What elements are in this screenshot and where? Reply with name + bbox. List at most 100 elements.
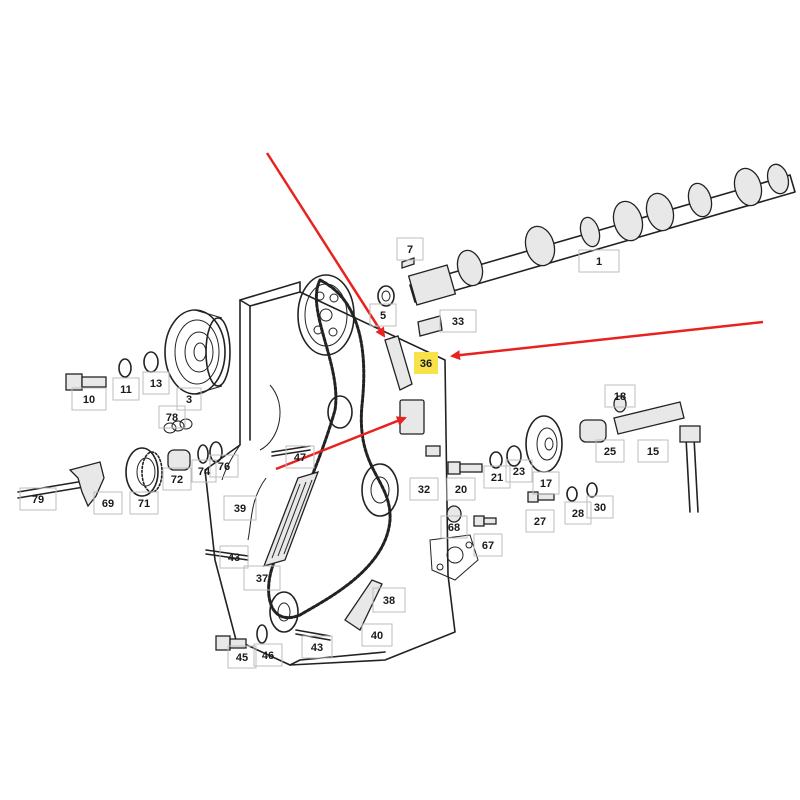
callout-c47: 47 — [285, 445, 315, 469]
callout-box — [505, 459, 533, 483]
callout-box — [301, 635, 333, 659]
callout-number: 17 — [540, 478, 552, 490]
bolt-20-part — [447, 461, 483, 475]
callout-number: 71 — [138, 498, 150, 510]
callout-number: 76 — [218, 461, 230, 473]
callout-number: 25 — [604, 446, 616, 458]
callout-box — [439, 309, 477, 333]
callout-c20: 20 — [446, 477, 476, 501]
callout-number: 28 — [572, 508, 584, 520]
callout-number: 69 — [102, 498, 114, 510]
callout-number: 45 — [236, 652, 248, 664]
callout-c45: 45 — [227, 645, 257, 669]
timing-case-part — [204, 281, 479, 666]
callout-box — [532, 471, 560, 495]
upper-guide-part — [384, 335, 413, 391]
callout-box — [162, 467, 192, 491]
callout-c38: 38 — [372, 587, 406, 613]
pulley-part — [164, 309, 231, 395]
callout-c30: 30 — [586, 495, 614, 519]
callout-c43a: 43 — [219, 545, 249, 569]
pointer-arrow-right — [450, 320, 764, 361]
bushing-72-part — [167, 449, 191, 471]
callout-c32: 32 — [409, 477, 439, 501]
gear-71-part — [125, 447, 163, 497]
pointer-arrow-lower-left — [275, 416, 407, 471]
washer-28-part — [566, 486, 578, 502]
cam-sprocket-part — [297, 274, 355, 356]
callout-number: 37 — [256, 573, 268, 585]
callout-c25: 25 — [595, 439, 625, 463]
callout-number: 38 — [383, 595, 395, 607]
callout-c39: 39 — [223, 495, 257, 521]
callout-c68: 68 — [440, 515, 468, 539]
callout-number: 67 — [482, 540, 494, 552]
callout-number: 15 — [647, 446, 659, 458]
callout-c1: 1 — [578, 249, 620, 273]
callout-number: 1 — [596, 256, 602, 268]
callout-number: 23 — [513, 466, 525, 478]
callout-c74: 74 — [191, 459, 217, 483]
chain-link-33-part — [417, 315, 443, 337]
callout-box — [219, 545, 249, 569]
callout-number: 27 — [534, 516, 546, 528]
callout-c27: 27 — [525, 509, 555, 533]
callout-box — [93, 491, 123, 515]
callout-box — [525, 509, 555, 533]
callout-number: 21 — [491, 472, 503, 484]
callout-c11: 11 — [112, 377, 140, 401]
oil-pump-sprocket-part — [361, 463, 399, 517]
callout-number: 11 — [120, 384, 132, 396]
callout-box — [604, 384, 636, 408]
callout-box — [285, 445, 315, 469]
callout-box — [361, 623, 393, 647]
callout-box — [129, 491, 159, 515]
callout-box — [253, 643, 283, 667]
callout-box — [223, 495, 257, 521]
drive-shaft-15-part — [613, 401, 701, 513]
callout-number: 32 — [418, 484, 430, 496]
callout-box — [176, 387, 202, 411]
nut-68-part — [446, 505, 462, 523]
sprocket-17-part — [525, 415, 563, 473]
callout-c71: 71 — [129, 491, 159, 515]
shaft-79-part — [17, 479, 91, 499]
callout-box — [372, 587, 406, 613]
callout-number: 3 — [186, 394, 192, 406]
callout-c79: 79 — [19, 487, 57, 511]
camshaft-part — [407, 163, 796, 306]
callout-number: 5 — [380, 310, 386, 322]
callout-number: 68 — [448, 522, 460, 534]
stud-47-part — [271, 445, 311, 457]
callout-c18: 18 — [604, 384, 636, 408]
callout-c36: 36 — [414, 352, 438, 374]
callout-box — [369, 303, 397, 327]
clip-76-part — [209, 441, 223, 463]
callout-box — [586, 495, 614, 519]
bolt-10-part — [65, 373, 107, 391]
callout-box — [409, 477, 439, 501]
chain-guide-block-part — [399, 399, 425, 435]
callout-number: 30 — [594, 502, 606, 514]
callout-number: 79 — [32, 494, 44, 506]
callout-c37: 37 — [243, 565, 281, 591]
callout-c43b: 43 — [301, 635, 333, 659]
callout-c7: 7 — [396, 237, 424, 261]
spring-39-part — [247, 477, 267, 541]
callout-c33: 33 — [439, 309, 477, 333]
bushing-25-part — [579, 419, 607, 443]
callout-box — [142, 371, 170, 395]
lever-69-part — [68, 461, 105, 508]
callout-number: 43 — [311, 642, 323, 654]
callout-number: 13 — [150, 378, 162, 390]
callout-c21: 21 — [483, 465, 511, 489]
callout-box — [440, 515, 468, 539]
callout-number: 46 — [262, 650, 274, 662]
callout-number: 74 — [198, 466, 211, 478]
callout-box — [414, 352, 438, 374]
washer-46-part — [256, 624, 268, 644]
callout-number: 43 — [228, 552, 240, 564]
callout-c13: 13 — [142, 371, 170, 395]
callout-c40: 40 — [361, 623, 393, 647]
callout-box — [71, 387, 107, 411]
